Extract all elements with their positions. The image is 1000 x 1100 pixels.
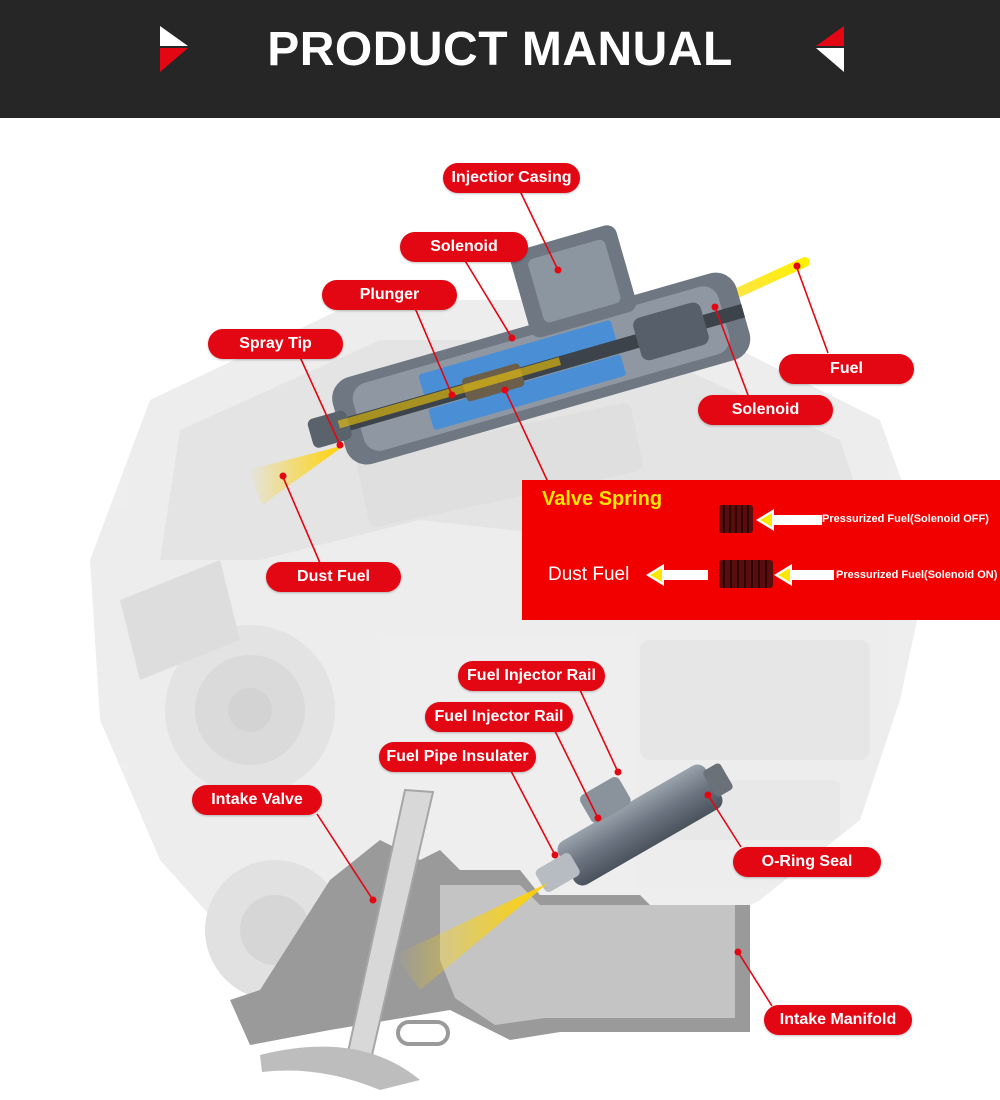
- label-intake-valve: Intake Valve: [192, 785, 322, 815]
- label-solenoid-right: Solenoid: [698, 395, 833, 425]
- legend-on-label: Pressurized Fuel(Solenoid ON): [836, 569, 998, 581]
- spring-off-icon: [719, 505, 753, 533]
- label-spray-tip: Spray Tip: [208, 329, 343, 359]
- label-fuel-injector-rail-1: Fuel Injector Rail: [458, 661, 605, 691]
- label-fuel-injector-rail-2: Fuel Injector Rail: [425, 702, 573, 732]
- legend-dust-fuel: Dust Fuel: [548, 564, 630, 585]
- page-title: PRODUCT MANUAL: [267, 23, 733, 76]
- injector-cutaway: [307, 225, 751, 465]
- label-o-ring-seal: O-Ring Seal: [733, 847, 881, 877]
- diagram-stage: Injectior Casing Solenoid Plunger Spray …: [0, 118, 1000, 1100]
- leader-dots: [279, 262, 801, 956]
- label-injector-casing: Injectior Casing: [443, 163, 580, 193]
- leader-lines: [282, 190, 829, 1007]
- label-intake-manifold: Intake Manifold: [764, 1005, 912, 1035]
- intake-assembly: [230, 763, 750, 1090]
- spray-cone-top: [248, 445, 345, 505]
- arrow-left-icon-on: [774, 564, 834, 586]
- label-plunger: Plunger: [322, 280, 457, 310]
- spring-on-icon: [719, 560, 773, 588]
- label-fuel: Fuel: [779, 354, 914, 384]
- label-solenoid-upper: Solenoid: [400, 232, 528, 262]
- spray-cone-bottom: [395, 883, 548, 990]
- label-fuel-pipe-insulater: Fuel Pipe Insulater: [379, 742, 536, 772]
- legend-title: Valve Spring: [542, 488, 663, 510]
- legend-off-label: Pressurized Fuel(Solenoid OFF): [822, 513, 989, 525]
- arrow-left-icon-off: [756, 509, 822, 531]
- arrow-left-icon-dust: [646, 564, 708, 586]
- left-arrow-icon: [160, 26, 188, 72]
- valve-spring-legend: Valve Spring Pressurized Fuel(Solenoid O…: [522, 480, 1000, 620]
- header-bar: PRODUCT MANUAL: [0, 0, 1000, 118]
- label-dust-fuel: Dust Fuel: [266, 562, 401, 592]
- right-arrow-icon: [816, 26, 844, 72]
